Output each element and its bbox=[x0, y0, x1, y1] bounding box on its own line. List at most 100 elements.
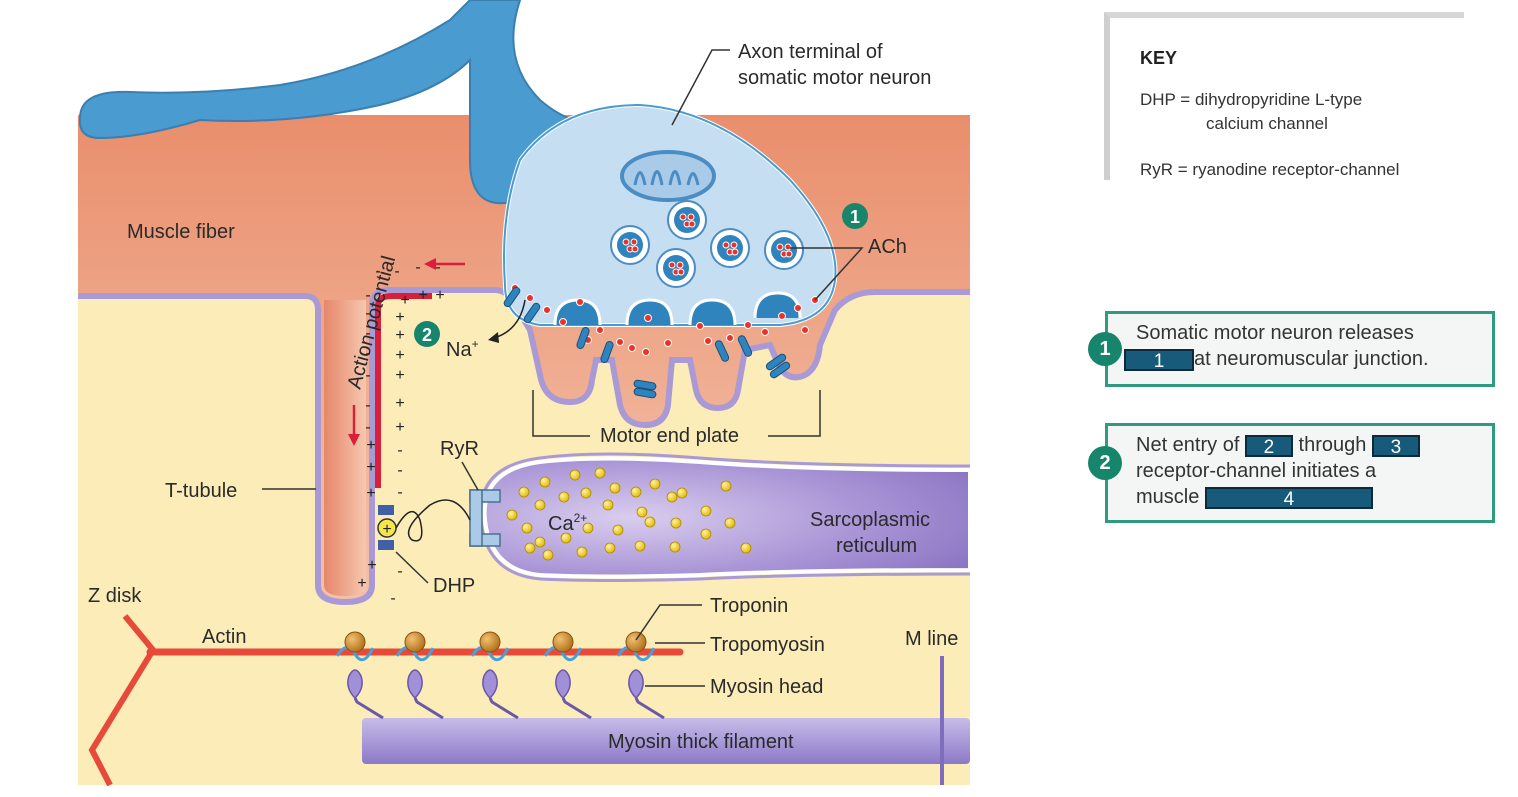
ach-molecule bbox=[677, 268, 685, 276]
crossbridge-unit bbox=[470, 631, 519, 720]
svg-text:2: 2 bbox=[422, 325, 432, 345]
blank-1[interactable]: 1 bbox=[1124, 348, 1194, 372]
blank-2[interactable]: 2 bbox=[1244, 434, 1293, 458]
myosin-thick-filament-label: Myosin thick filament bbox=[608, 731, 794, 753]
negative-charge: - bbox=[365, 287, 370, 304]
ach-molecule bbox=[778, 312, 786, 320]
troponin bbox=[344, 631, 366, 653]
axon-terminal-outline bbox=[503, 103, 837, 326]
ach-receptor bbox=[769, 361, 791, 379]
calcium-ion bbox=[534, 499, 546, 511]
tropomyosin-strand bbox=[335, 646, 375, 662]
ach-molecule bbox=[744, 321, 752, 329]
ach-molecule bbox=[722, 241, 730, 249]
ach-molecule bbox=[761, 328, 769, 336]
calcium-ion bbox=[576, 546, 588, 558]
ach-molecule bbox=[730, 241, 738, 249]
membrane-charges: -----------++++++++++++---++-- bbox=[357, 259, 444, 607]
dhp-ryr-link bbox=[395, 499, 471, 542]
calcium-ion bbox=[720, 480, 732, 492]
myosin-head-label: Myosin head bbox=[710, 676, 823, 698]
troponin-label: Troponin bbox=[710, 595, 788, 617]
sarcoplasmic-reticulum-label: Sarcoplasmic reticulum bbox=[810, 509, 930, 557]
calcium-ion bbox=[630, 486, 642, 498]
step-1-badge: 1 bbox=[842, 203, 868, 229]
ap-arrow-left bbox=[424, 258, 465, 270]
myosin-head bbox=[555, 669, 571, 700]
key-legend: KEY DHP = dihydropyridine L-type calcium… bbox=[1104, 12, 1464, 180]
negative-charge: - bbox=[390, 590, 395, 607]
ach-receptor bbox=[600, 340, 614, 364]
crossbridge-unit bbox=[395, 631, 444, 720]
positive-charge: + bbox=[395, 419, 404, 436]
troponin bbox=[404, 631, 426, 653]
key-title: KEY bbox=[1140, 48, 1178, 68]
ach-molecule bbox=[628, 344, 636, 352]
ca-label: Ca2+ bbox=[548, 511, 587, 535]
negative-charge: - bbox=[415, 259, 420, 276]
positive-charge: + bbox=[367, 557, 376, 574]
crossbridge-unit bbox=[335, 631, 384, 720]
positive-charge: + bbox=[395, 327, 404, 344]
myosin-heads bbox=[335, 631, 665, 720]
na-arrow-head bbox=[488, 332, 499, 343]
calcium-ion bbox=[534, 536, 546, 548]
ach-receptor bbox=[503, 286, 521, 308]
ach-molecule bbox=[687, 213, 695, 221]
ach-molecule bbox=[664, 339, 672, 347]
calcium-ion bbox=[740, 542, 752, 554]
troponin bbox=[625, 631, 647, 653]
synaptic-vesicles bbox=[610, 200, 804, 288]
positive-charge: + bbox=[395, 367, 404, 384]
calcium-ion bbox=[569, 469, 581, 481]
blank-4[interactable]: 4 bbox=[1204, 486, 1373, 510]
ach-molecule bbox=[543, 306, 551, 314]
axon-terminal-label: Axon terminal of somatic motor neuron bbox=[738, 41, 931, 89]
vesicle bbox=[667, 200, 707, 240]
svg-text:Sarcoplasmic: Sarcoplasmic bbox=[810, 509, 930, 531]
dhp-label: DHP bbox=[433, 575, 475, 597]
positive-charge: + bbox=[435, 287, 444, 304]
leader-lines bbox=[262, 49, 864, 687]
myosin-neck bbox=[634, 697, 665, 720]
z-disk-label: Z disk bbox=[88, 585, 142, 607]
myosin-neck bbox=[561, 697, 592, 720]
crossbridge-unit bbox=[543, 631, 592, 720]
myosin-neck bbox=[413, 697, 444, 720]
vesicle bbox=[710, 228, 750, 268]
calcium-ion bbox=[612, 524, 624, 536]
myosin-head bbox=[347, 669, 363, 700]
positive-charge: + bbox=[395, 309, 404, 326]
ach-molecule bbox=[630, 238, 638, 246]
calcium-ion bbox=[700, 528, 712, 540]
tropomyosin-label: Tropomyosin bbox=[710, 634, 825, 656]
calcium-ion bbox=[700, 505, 712, 517]
ach-molecule bbox=[596, 326, 604, 334]
ryr-channel bbox=[469, 489, 501, 547]
action-potential-segment bbox=[375, 293, 432, 488]
ach-molecule bbox=[696, 322, 704, 330]
troponin bbox=[552, 631, 574, 653]
svg-text:Axon terminal of: Axon terminal of bbox=[738, 41, 883, 63]
calcium-ion bbox=[542, 549, 554, 561]
step-1-text-b: at neuromuscular junction. bbox=[1194, 348, 1429, 370]
ach-molecule bbox=[616, 338, 624, 346]
calcium-ion bbox=[521, 522, 533, 534]
z-disk bbox=[88, 614, 157, 787]
calcium-ion bbox=[602, 499, 614, 511]
myosin-neck bbox=[353, 697, 384, 720]
blank-3[interactable]: 3 bbox=[1371, 434, 1420, 458]
ach-molecule bbox=[801, 326, 809, 334]
ach-label: ACh bbox=[868, 236, 907, 258]
ach-molecule bbox=[526, 294, 534, 302]
vesicle bbox=[656, 248, 696, 288]
positive-charge: + bbox=[400, 292, 409, 309]
ach-molecule bbox=[776, 243, 784, 251]
vesicle bbox=[610, 225, 650, 265]
sarcolemma-membrane bbox=[78, 287, 970, 606]
svg-text:reticulum: reticulum bbox=[836, 535, 917, 557]
calcium-ion bbox=[558, 491, 570, 503]
key-ryr-line: RyR = ryanodine receptor-channel bbox=[1140, 160, 1400, 179]
myosin-head bbox=[628, 669, 644, 700]
